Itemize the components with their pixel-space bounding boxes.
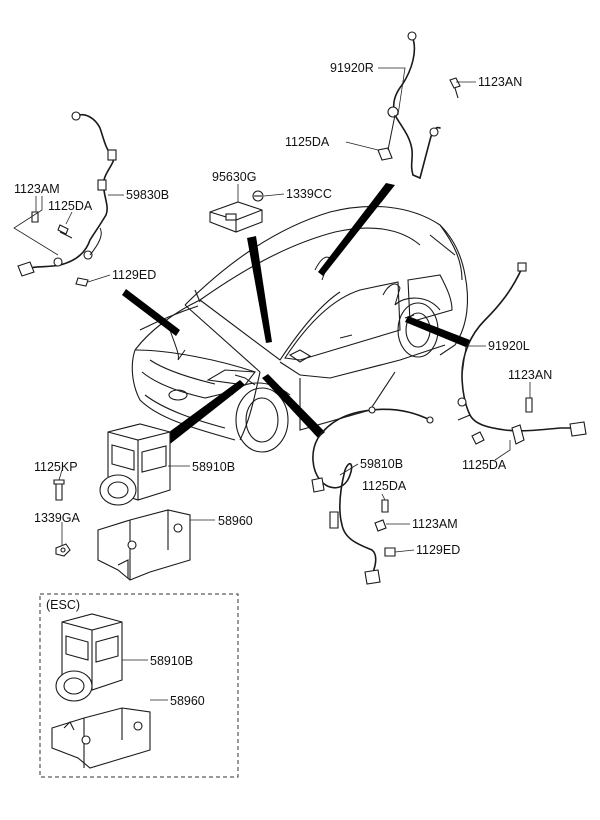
- harness-91920R: [377, 31, 461, 179]
- label-91920R: 91920R: [330, 61, 374, 75]
- label-1125DA-left: 1125DA: [48, 199, 93, 213]
- label-1339CC: 1339CC: [286, 187, 332, 201]
- label-59810B: 59810B: [360, 457, 404, 471]
- label-1123AM-left: 1123AM: [14, 182, 60, 196]
- label-1129ED-left: 1129ED: [112, 268, 157, 282]
- esc-title: (ESC): [46, 598, 81, 612]
- label-95630G: 95630G: [212, 170, 257, 184]
- leader-lines: [13, 67, 531, 553]
- label-59830B: 59830B: [126, 188, 170, 202]
- esc-abs-module: [51, 613, 168, 769]
- label-91920L: 91920L: [488, 339, 530, 353]
- label-1125DA-mid: 1125DA: [362, 479, 407, 493]
- label-1125DA-right: 1125DA: [462, 458, 507, 472]
- label-1123AN-top: 1123AN: [478, 75, 523, 89]
- esc-box: [39, 593, 239, 778]
- label-1123AM-mid: 1123AM: [412, 517, 458, 531]
- car-outline: [131, 205, 469, 453]
- harness-59830B: [17, 111, 117, 287]
- label-1339GA: 1339GA: [34, 511, 80, 525]
- label-58910B-esc: 58910B: [150, 654, 194, 668]
- harness-59810B: [311, 406, 434, 585]
- label-58960: 58960: [218, 514, 253, 528]
- label-58960-esc: 58960: [170, 694, 205, 708]
- abs-module-58910B: [53, 423, 191, 581]
- label-1125DA-top: 1125DA: [285, 135, 330, 149]
- sensor-95630G: [209, 190, 264, 233]
- pointer-wedges: [122, 183, 470, 444]
- label-1123AN-right: 1123AN: [508, 368, 553, 382]
- label-1129ED-mid: 1129ED: [416, 543, 461, 557]
- harness-91920L: [457, 262, 587, 445]
- label-58910B: 58910B: [192, 460, 236, 474]
- label-1125KP: 1125KP: [34, 460, 78, 474]
